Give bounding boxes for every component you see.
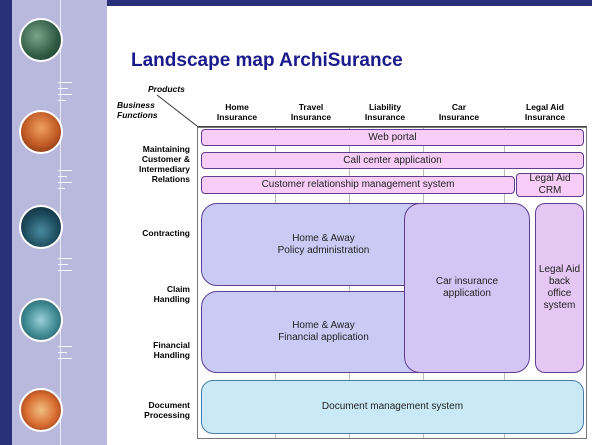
sidebar-tick	[58, 170, 72, 171]
document-management-box[interactable]: Document management system	[201, 380, 584, 434]
legal-aid-crm-box[interactable]: Legal Aid CRM	[516, 173, 584, 197]
page-title: Landscape map ArchiSurance	[131, 50, 403, 71]
sidebar-tick	[58, 270, 72, 271]
sidebar-edge	[0, 0, 12, 445]
photo-icon	[19, 298, 63, 342]
sidebar-tick	[58, 176, 67, 177]
sidebar-tick	[58, 182, 72, 183]
photo-icon	[19, 205, 63, 249]
function-label-maintaining: Maintaining Customer & Intermediary Rela…	[138, 144, 190, 184]
sidebar-tick	[58, 100, 66, 101]
header-rule	[197, 126, 587, 127]
photo-icon	[19, 388, 63, 432]
call-center-box[interactable]: Call center application	[201, 152, 584, 169]
sidebar-tick	[58, 94, 72, 95]
sidebar-tick	[58, 258, 72, 259]
photo-icon	[19, 110, 63, 154]
web-portal-box[interactable]: Web portal	[201, 129, 584, 146]
sidebar-tick	[58, 82, 72, 83]
car-insurance-application-box[interactable]: Car insurance application	[404, 203, 530, 373]
business-functions-axis-label: Business Functions	[117, 100, 158, 120]
function-label-document: Document Processing	[144, 400, 190, 420]
product-header-liability: Liability Insurance	[364, 102, 406, 122]
sidebar-tick	[58, 352, 67, 353]
top-bar	[107, 0, 592, 6]
sidebar-tick	[58, 358, 72, 359]
function-label-claim: Claim Handling	[153, 284, 190, 304]
products-axis-label: Products	[148, 84, 185, 94]
function-label-contracting: Contracting	[142, 228, 190, 238]
function-label-financial: Financial Handling	[153, 340, 190, 360]
photo-icon	[19, 18, 63, 62]
sidebar-tick	[58, 264, 68, 265]
legal-aid-back-office-box[interactable]: Legal Aid back office system	[535, 203, 584, 373]
sidebar-tick	[58, 188, 65, 189]
product-header-travel: Travel Insurance	[290, 102, 332, 122]
sidebar-tick	[58, 346, 72, 347]
product-header-legal-aid: Legal Aid Insurance	[524, 102, 566, 122]
product-header-home: Home Insurance	[216, 102, 258, 122]
sidebar-tick	[58, 88, 68, 89]
product-header-car: Car Insurance	[438, 102, 480, 122]
decorative-sidebar	[0, 0, 107, 445]
crm-box[interactable]: Customer relationship management system	[201, 176, 515, 194]
